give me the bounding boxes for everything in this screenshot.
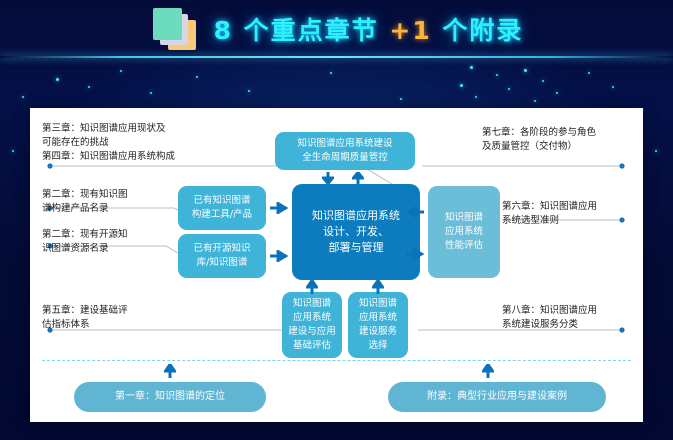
- background-particle: [475, 96, 477, 98]
- chapter-label-right-mid: 第六章：知识图谱应用 系统选型准则: [502, 201, 598, 226]
- background-particle: [150, 92, 152, 94]
- arrow-right-core-to-perf: [406, 248, 424, 260]
- title-main-text: 8 个重点章节: [213, 16, 390, 45]
- chapter-label-left-mid: 第二章：现有知识图 谱构建产品名录: [42, 189, 128, 214]
- node-open-source-kb[interactable]: 已有开源知识 库/知识图谱: [178, 234, 266, 278]
- background-particle: [524, 69, 527, 72]
- pill-chapter-one[interactable]: 第一章：知识图谱的定位: [74, 382, 266, 412]
- background-particle: [120, 70, 122, 72]
- pill-appendix[interactable]: 附录：典型行业应用与建设案例: [388, 382, 606, 412]
- node-base-evaluation[interactable]: 知识图谱 应用系统 建设与应用 基础评估: [282, 292, 342, 358]
- background-particle: [534, 100, 536, 102]
- diagram-card: 第三章：知识图谱应用现状及 可能存在的挑战 第四章：知识图谱应用系统构成 第二章…: [30, 108, 643, 422]
- book-sheet-front: [152, 8, 182, 40]
- background-particle: [470, 66, 473, 69]
- chapter-label-left-top: 第三章：知识图谱应用现状及 可能存在的挑战 第四章：知识图谱应用系统构成: [42, 123, 176, 162]
- chapter-label-right-top: 第七章：各阶段的参与角色 及质量管控（交付物）: [482, 127, 597, 152]
- arrow-down-into-core: [322, 172, 334, 184]
- background-particle: [56, 78, 59, 81]
- node-existing-tools[interactable]: 已有知识图谱 构建工具/产品: [178, 186, 266, 230]
- background-particle: [88, 86, 90, 88]
- page-title: 8 个重点章节 +1 个附录: [214, 11, 524, 47]
- background-particle: [496, 74, 498, 76]
- background-particle: [22, 96, 24, 98]
- background-particle: [556, 92, 558, 94]
- background-particle: [655, 150, 657, 152]
- node-service-selection[interactable]: 知识图谱 应用系统 建设服务 选择: [348, 292, 408, 358]
- background-glow-line: [0, 56, 673, 58]
- arrow-up-base-eval-to-core: [306, 280, 318, 294]
- stacked-books-icon: [150, 8, 202, 50]
- arrow-left-perf-to-core: [406, 206, 424, 218]
- background-particle: [508, 88, 510, 90]
- node-core-system-design[interactable]: 知识图谱应用系统 设计、开发、 部署与管理: [292, 184, 420, 280]
- chapter-label-left-bottom: 第五章：建设基础评 估指标体系: [42, 305, 128, 330]
- arrow-right-opensource-to-core: [270, 250, 288, 262]
- background-particle: [248, 90, 250, 92]
- background-particle: [542, 80, 544, 82]
- chapter-label-right-bottom: 第八章：知识图谱应用 系统建设服务分类: [502, 305, 598, 330]
- node-lifecycle-quality[interactable]: 知识图谱应用系统建设 全生命周期质量管控: [275, 132, 415, 170]
- background-particle: [196, 76, 198, 78]
- arrow-up-to-lifecycle: [352, 172, 364, 184]
- background-particle: [12, 150, 14, 152]
- background-particle: [400, 98, 402, 100]
- background-particle: [588, 72, 590, 74]
- node-performance-evaluation[interactable]: 知识图谱 应用系统 性能评估: [428, 186, 500, 278]
- arrow-right-tools-to-core: [270, 202, 288, 214]
- chapter-label-left-lower: 第二章：现有开源知 识图谱资源名录: [42, 229, 128, 254]
- arrow-up-service-to-core: [372, 280, 384, 294]
- arrow-up-pill-chapter-one: [164, 364, 176, 378]
- background-particle: [330, 72, 332, 74]
- page-header: 8 个重点章节 +1 个附录: [0, 0, 673, 58]
- background-particle: [460, 84, 463, 87]
- title-plus-accent: +1: [389, 16, 432, 45]
- section-divider: [42, 360, 631, 361]
- title-tail-text: 个附录: [431, 16, 524, 45]
- arrow-up-pill-appendix: [482, 364, 494, 378]
- background-particle: [612, 86, 614, 88]
